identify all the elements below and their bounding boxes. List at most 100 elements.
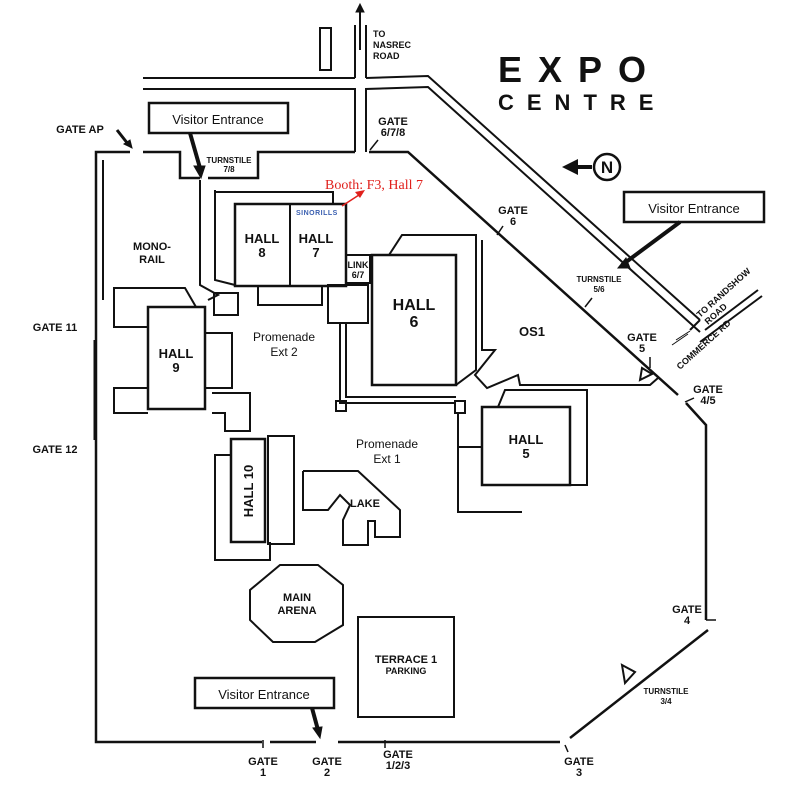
lake-label: LAKE <box>350 498 380 510</box>
outer-fence-east <box>685 402 708 620</box>
main-arena <box>249 564 344 643</box>
nasrec-road-marker <box>319 27 332 71</box>
gate-5-number: 5 <box>639 343 645 355</box>
link-number: 6/7 <box>352 270 365 280</box>
visitor-entrance-arrowhead-icon <box>193 165 206 180</box>
service-block <box>327 284 369 324</box>
hall-10-label[interactable]: HALL 10 <box>241 465 256 518</box>
hall-6-building <box>370 253 458 387</box>
randshow-road-edge <box>704 289 759 331</box>
diagonal-road-edge <box>365 74 701 321</box>
gate-4-number: 4 <box>684 615 691 627</box>
link-6-7 <box>345 254 371 284</box>
top-road-edge <box>143 88 356 152</box>
turnstile-56-number: 5/6 <box>593 285 605 294</box>
main-arena-label[interactable]: MAIN <box>283 592 311 604</box>
hall-8-label[interactable]: HALL <box>245 231 280 246</box>
title-expo: EXPO <box>498 49 662 90</box>
arrows <box>115 2 716 753</box>
visitor-entrance-arrowhead-icon <box>616 257 631 269</box>
turnstile-56-label[interactable]: TURNSTILE <box>577 275 623 284</box>
visitor-entrance-south[interactable]: Visitor Entrance <box>218 687 310 702</box>
booth-pointer-arrowhead-icon <box>355 190 365 198</box>
hall-connector <box>257 286 323 306</box>
gate-12-label[interactable]: GATE 12 <box>32 444 77 456</box>
gate-3-label[interactable]: GATE <box>564 756 594 768</box>
visitor-entrance-east[interactable]: Visitor Entrance <box>648 201 740 216</box>
visitor-entrance-north[interactable]: Visitor Entrance <box>172 112 264 127</box>
nasrec-arrowhead-icon <box>355 2 365 13</box>
gate-arrow-icon <box>564 744 569 753</box>
gate-labels: GATE AP GATE 6/7/8 GATE 6 GATE 5 GATE 4/… <box>32 116 722 779</box>
hall-9-annex <box>212 392 251 432</box>
link-label: LINK <box>348 260 369 270</box>
gate-arrow-icon <box>496 225 504 236</box>
gate-678-label[interactable]: GATE <box>378 116 408 128</box>
gate-ap-arrowhead-icon <box>123 139 133 149</box>
road-commerce: COMMERCE RD <box>675 318 733 372</box>
hall-10-wing <box>267 435 295 545</box>
gate-4-label[interactable]: GATE <box>672 604 702 616</box>
gate-ap-label[interactable]: GATE AP <box>56 124 104 136</box>
gate-arrow-icon <box>684 397 695 403</box>
north-compass: N <box>562 152 622 182</box>
north-arrowhead-icon <box>562 159 578 175</box>
hall-5-number: 5 <box>522 446 529 461</box>
outer-fence-diagonal <box>369 150 679 396</box>
hall-6-number: 6 <box>410 314 419 331</box>
promenade-ext1-line2: Ext 1 <box>373 452 401 466</box>
road-nasrec-line1: TO <box>373 29 385 39</box>
kiosk <box>213 292 239 316</box>
os1-outline <box>473 240 659 390</box>
walkway <box>345 323 456 398</box>
gate-arrow-icon <box>369 139 379 151</box>
outer-fence-north <box>208 150 355 180</box>
walkway-node <box>335 400 347 412</box>
visitor-entrance-box-south <box>193 676 336 710</box>
hall-9-label[interactable]: HALL <box>159 346 194 361</box>
gate-1-label[interactable]: GATE <box>248 756 278 768</box>
visitor-entrance-box-north <box>147 101 290 135</box>
os1-label[interactable]: OS1 <box>519 324 545 339</box>
hall-7-label[interactable]: HALL <box>299 231 334 246</box>
hall-5-label[interactable]: HALL <box>509 432 544 447</box>
hall-10-building <box>229 437 267 544</box>
outer-fence-north <box>143 150 200 180</box>
map-lines <box>93 25 766 744</box>
gate-123-label[interactable]: GATE <box>383 749 413 761</box>
road-nasrec-line3: ROAD <box>373 51 400 61</box>
hall-9-connector <box>205 332 233 389</box>
gate-6-label[interactable]: GATE <box>498 205 528 217</box>
hall-8-number: 8 <box>258 245 265 260</box>
gate-2-number: 2 <box>324 767 330 779</box>
commerce-arrow-icon <box>675 330 691 341</box>
main-arena-line2: ARENA <box>277 605 316 617</box>
gate-5-label[interactable]: GATE <box>627 332 657 344</box>
hall-9-number: 9 <box>172 360 179 375</box>
promenade-ext1-label: Promenade <box>356 437 418 451</box>
hall-6-label[interactable]: HALL <box>393 297 436 314</box>
visitor-entrance-box-east <box>622 190 766 224</box>
north-circle-icon <box>592 152 622 182</box>
promenade-ext2-label: Promenade <box>253 330 315 344</box>
gate-45-label[interactable]: GATE <box>693 384 723 396</box>
gate-11-label[interactable]: GATE 11 <box>33 322 77 334</box>
diagonal-road-edge <box>365 85 701 333</box>
turnstile-78-number: 7/8 <box>223 165 235 174</box>
gate-2-label[interactable]: GATE <box>312 756 342 768</box>
terrace-label[interactable]: TERRACE 1 <box>375 654 437 666</box>
road-edge <box>689 319 701 331</box>
turnstile-78-label[interactable]: TURNSTILE <box>207 156 253 165</box>
outer-fence-southeast <box>569 629 709 739</box>
hall-9-annex <box>113 287 197 328</box>
visitor-entrance-arrow-icon <box>188 132 202 169</box>
gate-3-number: 3 <box>576 767 582 779</box>
terrace-1-parking <box>357 616 455 718</box>
gate-678-number: 6/7/8 <box>381 127 405 139</box>
hall-10-annex <box>214 454 271 561</box>
visitor-entrance-arrow-icon <box>310 707 320 731</box>
walkway <box>339 323 456 404</box>
turnstile-34-label[interactable]: TURNSTILE <box>644 687 690 696</box>
hall-5-outline <box>497 389 588 486</box>
